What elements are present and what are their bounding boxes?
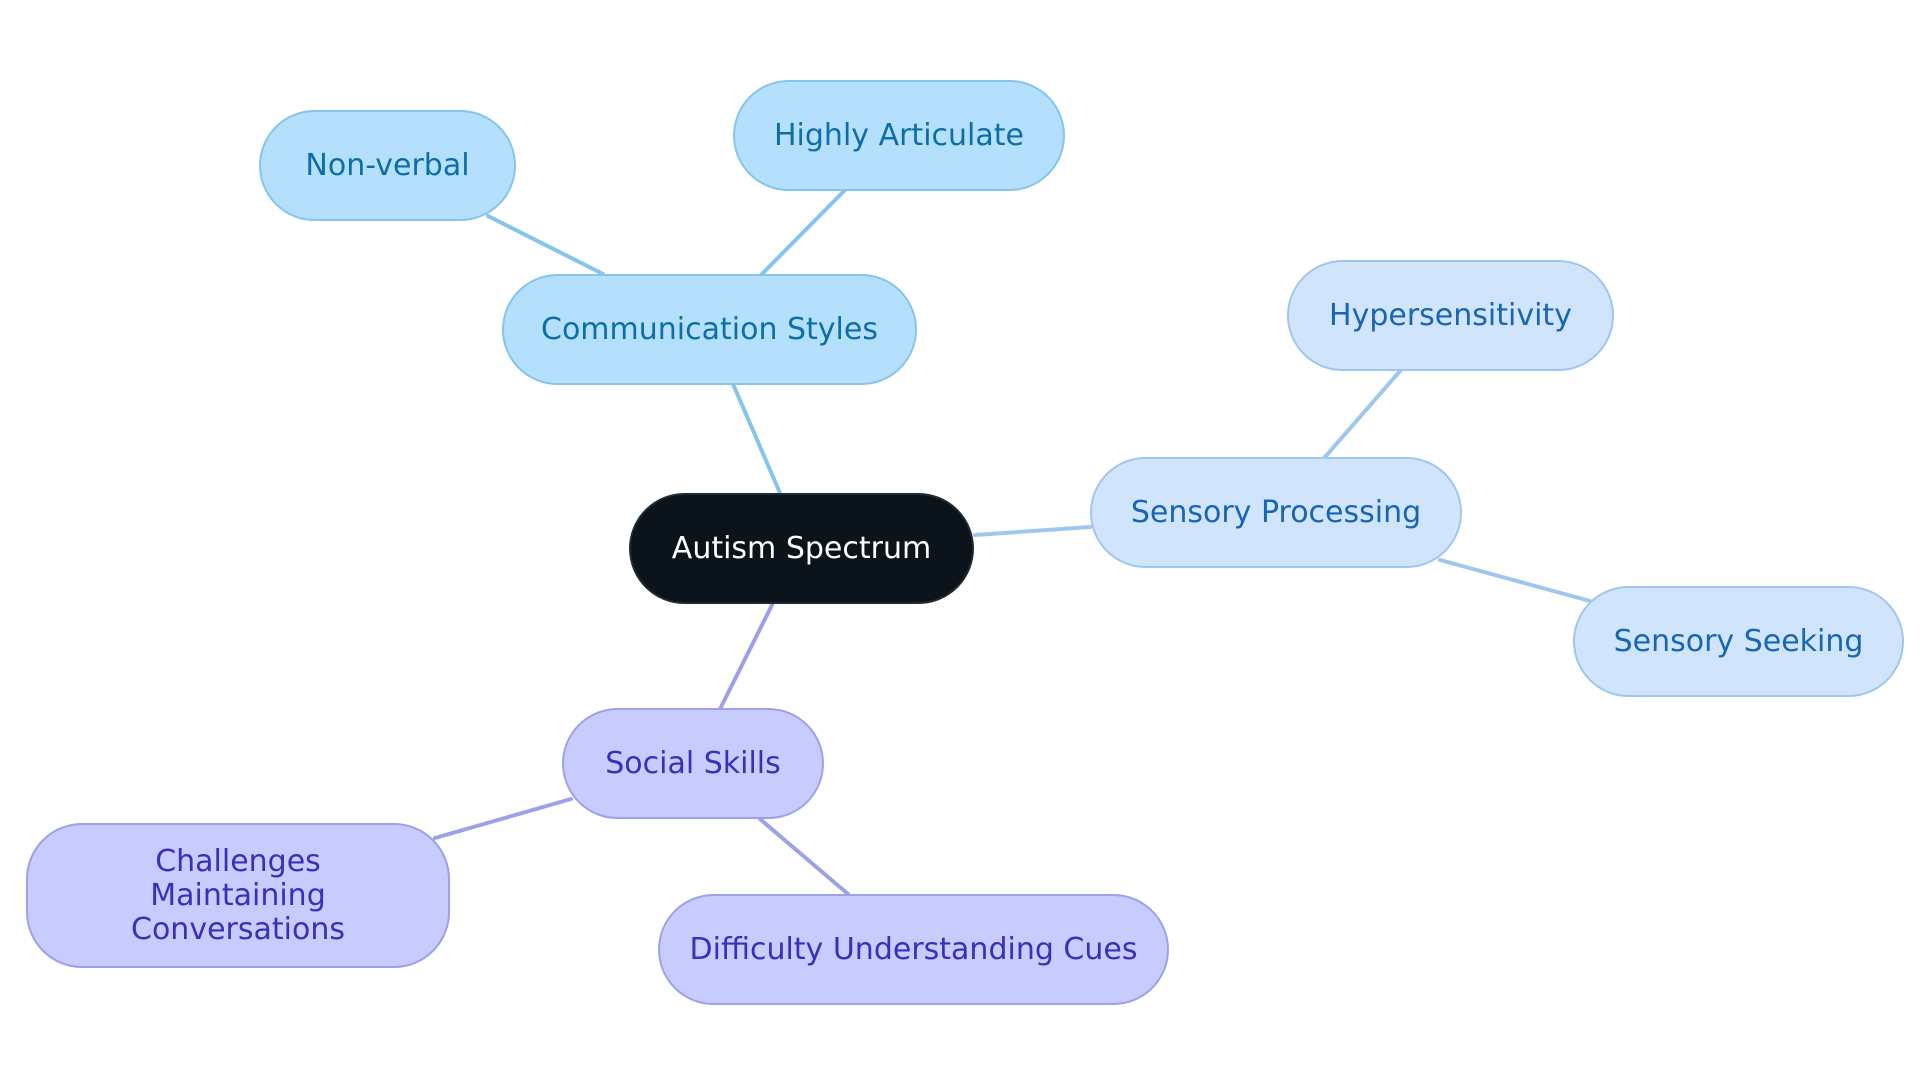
edge-root-social-skills: [718, 601, 775, 711]
leaf-node-label: Difficulty Understanding Cues: [689, 931, 1138, 967]
leaf-node-highly-articulate[interactable]: Highly Articulate: [733, 80, 1065, 191]
branch-node-label: Sensory Processing: [1130, 494, 1422, 530]
edge-communication-styles-highly-articulate: [760, 188, 847, 276]
branch-node-label: Communication Styles: [541, 311, 878, 347]
edge-social-skills-difficulty-cues: [758, 817, 850, 896]
edge-root-communication-styles: [731, 382, 782, 495]
edge-sensory-processing-sensory-seeking: [1438, 558, 1592, 603]
leaf-node-label: Non-verbal: [305, 147, 470, 183]
leaf-node-label: Highly Articulate: [774, 117, 1024, 153]
leaf-node-hypersensitivity[interactable]: Hypersensitivity: [1287, 260, 1614, 371]
leaf-node-difficulty-understanding-cues[interactable]: Difficulty Understanding Cues: [658, 894, 1169, 1005]
edge-sensory-processing-hypersensitivity: [1323, 369, 1402, 459]
root-node[interactable]: Autism Spectrum: [629, 493, 974, 604]
leaf-node-label: Hypersensitivity: [1329, 297, 1572, 333]
edge-root-sensory-processing: [973, 525, 1092, 537]
leaf-node-non-verbal[interactable]: Non-verbal: [259, 110, 516, 221]
leaf-node-label: Sensory Seeking: [1613, 623, 1864, 659]
branch-node-sensory-processing[interactable]: Sensory Processing: [1090, 457, 1462, 568]
edge-social-skills-challenges: [433, 797, 573, 840]
branch-node-label: Social Skills: [605, 745, 781, 781]
root-node-label: Autism Spectrum: [671, 530, 932, 566]
edge-communication-styles-non-verbal: [486, 214, 605, 276]
leaf-node-label: Challenges Maintaining Conversations: [131, 843, 345, 947]
branch-node-communication-styles[interactable]: Communication Styles: [502, 274, 917, 385]
leaf-node-challenges-maintaining-conversations[interactable]: Challenges Maintaining Conversations: [26, 823, 450, 968]
leaf-node-sensory-seeking[interactable]: Sensory Seeking: [1573, 586, 1904, 697]
branch-node-social-skills[interactable]: Social Skills: [562, 708, 824, 819]
